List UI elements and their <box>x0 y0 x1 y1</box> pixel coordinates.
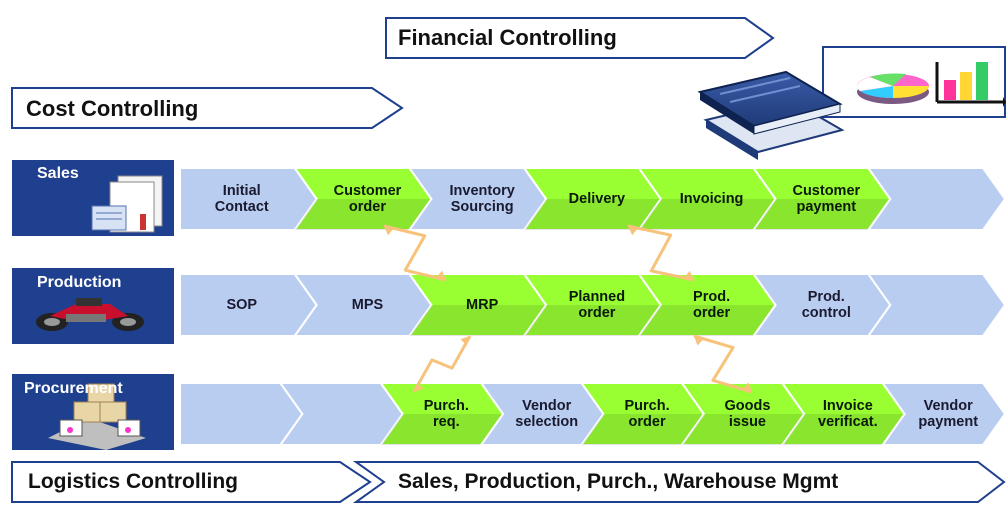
process-step-label-2-3: Vendor selection <box>515 398 579 430</box>
process-step-label-2-6: Invoice verificat. <box>818 398 878 430</box>
logistics-scope-label: Sales, Production, Purch., Warehouse Mgm… <box>398 470 839 493</box>
motorcycle-icon <box>36 298 144 331</box>
process-step-0-6 <box>866 167 1006 231</box>
process-step-shade-0-3 <box>524 199 661 230</box>
process-step-shade-1-2 <box>409 305 547 336</box>
connector-arrowhead-3-1 <box>742 382 752 392</box>
row-sales-header <box>12 160 174 236</box>
row-procurement-label: Procurement <box>24 380 123 397</box>
cost-controlling-banner <box>11 87 404 129</box>
process-step-label-0-3: Delivery <box>568 191 626 207</box>
row-procurement-header <box>12 374 174 450</box>
process-step-label-0-5: Customer payment <box>792 183 861 215</box>
process-step-label-0-4: Invoicing <box>679 191 744 207</box>
connectors <box>383 224 753 394</box>
row-sales-label: Sales <box>37 165 79 182</box>
financial-controlling-banner <box>385 17 775 59</box>
process-chevrons <box>179 167 1006 446</box>
process-step-shade-2-5 <box>681 414 805 445</box>
connector-arrowhead-2-1 <box>414 382 424 392</box>
process-step-1-6 <box>866 273 1006 337</box>
process-step-shade-0-4 <box>638 199 776 230</box>
process-step-label-2-4: Purch. order <box>624 398 670 430</box>
connector-arrowhead-1-1 <box>684 270 694 280</box>
process-step-label-1-0: SOP <box>226 297 258 313</box>
process-step-label-1-2: MRP <box>466 297 499 313</box>
process-step-label-2-5: Goods issue <box>724 398 771 430</box>
connector-arrowhead-3-0 <box>694 336 704 346</box>
books-icon <box>697 70 845 160</box>
logistics-scope-banner <box>352 461 1006 503</box>
process-step-shade-0-1 <box>294 199 432 230</box>
lightning-connector-1 <box>627 224 695 282</box>
report-panel <box>822 46 1006 118</box>
lightning-connector-2 <box>412 335 472 393</box>
connector-arrowhead-0-0 <box>384 226 394 236</box>
process-step-label-2-7: Vendor payment <box>918 398 979 430</box>
process-step-label-0-2: Inventory Sourcing <box>449 183 515 215</box>
connector-arrowhead-2-0 <box>460 336 470 346</box>
process-step-label-1-5: Prod. control <box>801 289 851 321</box>
logistics-controlling-banner <box>11 461 372 503</box>
process-step-label-1-3: Planned order <box>568 289 626 321</box>
process-step-label-0-1: Customer order <box>333 183 402 215</box>
lightning-connector-3 <box>693 334 753 394</box>
pie-chart-icon <box>857 73 929 104</box>
logistics-controlling-label: Logistics Controlling <box>28 470 238 493</box>
process-step-label-1-1: MPS <box>351 297 384 313</box>
process-step-label-1-4: Prod. order <box>693 289 731 321</box>
process-step-shade-2-4 <box>581 414 704 445</box>
process-step-shade-1-4 <box>638 305 776 336</box>
cost-controlling-label: Cost Controlling <box>26 96 199 121</box>
process-step-shade-1-3 <box>524 305 661 336</box>
row-production-header <box>12 268 174 344</box>
process-step-2-0 <box>179 382 304 446</box>
process-step-label-0-0: Initial Contact <box>214 183 269 215</box>
connector-arrowhead-1-0 <box>628 226 638 236</box>
financial-controlling-label: Financial Controlling <box>398 25 617 50</box>
lightning-connector-0 <box>383 224 447 282</box>
process-step-shade-0-5 <box>753 199 891 230</box>
process-step-shade-2-2 <box>380 414 504 445</box>
warehouse-boxes-icon <box>48 383 146 450</box>
documents-icon <box>91 175 163 233</box>
process-step-shade-2-6 <box>782 414 905 445</box>
process-step-2-7 <box>880 382 1006 446</box>
connector-arrowhead-0-1 <box>436 270 446 280</box>
process-step-label-2-2: Purch. req. <box>423 398 469 430</box>
bar-chart-icon <box>935 62 1006 107</box>
row-production-label: Production <box>37 274 122 291</box>
